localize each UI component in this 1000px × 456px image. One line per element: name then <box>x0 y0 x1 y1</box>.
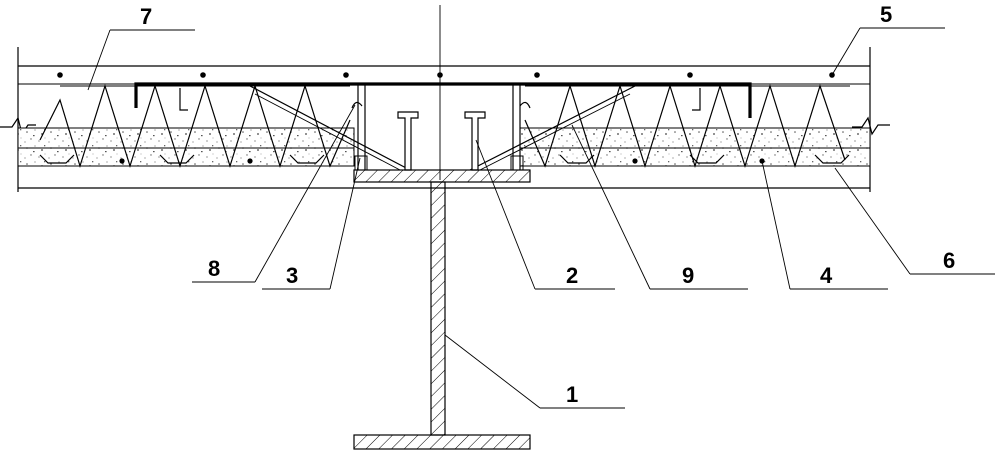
steel-truss-right <box>524 83 850 169</box>
shear-stud-right <box>464 111 486 171</box>
steel-truss-left <box>39 83 351 169</box>
break-line-right <box>852 116 890 136</box>
steel-i-beam <box>353 169 531 450</box>
truss-bottom-chords <box>39 154 850 164</box>
label-6: 6 <box>943 248 955 273</box>
top-rebar-u <box>134 82 752 118</box>
vertical-plate-left <box>354 84 368 171</box>
diagonal-rebar-right <box>469 85 636 171</box>
rebar-hooks <box>179 88 701 111</box>
label-8: 8 <box>208 256 220 281</box>
shear-stud-left <box>397 111 419 171</box>
label-7: 7 <box>140 4 152 29</box>
diagonal-rebar-left <box>249 85 411 171</box>
label-5: 5 <box>880 2 892 27</box>
label-3: 3 <box>286 263 298 288</box>
label-9: 9 <box>682 263 694 288</box>
label-4: 4 <box>820 263 833 288</box>
leader-lines <box>87 27 995 409</box>
break-line-left <box>0 116 36 136</box>
label-2: 2 <box>566 263 578 288</box>
label-1: 1 <box>566 382 578 407</box>
